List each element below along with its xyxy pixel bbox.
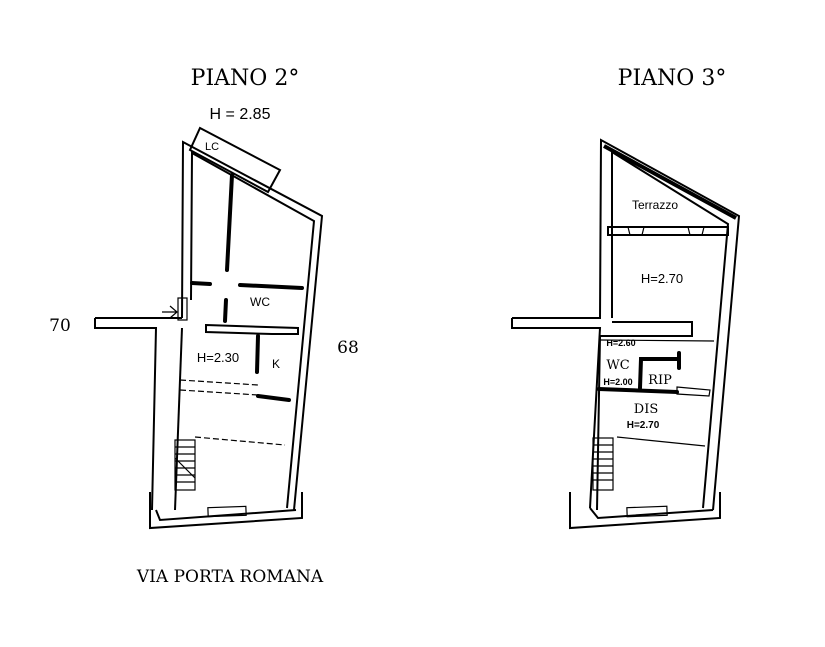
street-wall [155, 509, 297, 522]
partition [225, 173, 234, 272]
street-wall [589, 507, 714, 520]
street-wall [569, 492, 721, 530]
plan-floor-2: PIANO 2° H = 2.85 LC [49, 66, 359, 587]
dashed-line [194, 436, 286, 446]
room-label-wc: WC [250, 295, 270, 309]
party-wall [174, 327, 183, 511]
window [207, 505, 247, 518]
lc-cabinet [188, 126, 282, 194]
dashed-line [179, 379, 259, 386]
room-label-storage: RIP [648, 373, 672, 388]
wc-height-bottom: H=2.00 [603, 377, 632, 387]
window [626, 505, 668, 518]
room-label-kitchen: K [272, 357, 280, 371]
window [177, 297, 188, 321]
partition [616, 436, 706, 447]
outer-wall [512, 138, 741, 511]
partition [205, 323, 299, 335]
partition [238, 283, 304, 290]
room-label-lc: LC [205, 141, 219, 153]
room-label-hall: DIS [634, 402, 658, 417]
room-height-label: H=2.30 [197, 350, 239, 365]
street-wall [149, 492, 303, 530]
party-wall [511, 318, 602, 509]
room-label-terrace: Terrazzo [632, 198, 678, 212]
outer-wall [181, 140, 324, 511]
plan-2-height-label: H = 2.85 [210, 106, 271, 123]
dashed-line [179, 389, 259, 396]
plan-3-title: PIANO 3° [618, 66, 727, 91]
street-name: VIA PORTA ROMANA [136, 567, 324, 587]
staircase [174, 439, 196, 491]
staircase [592, 437, 614, 491]
plan-2-title: PIANO 2° [191, 66, 300, 91]
room-height-label: H=2.70 [641, 271, 683, 286]
room-label-wc: WC [606, 358, 629, 373]
wc-height-top: H=2.60 [606, 338, 635, 348]
partition [596, 321, 693, 511]
partition [223, 298, 228, 323]
partition [255, 334, 260, 374]
entrance-arrow-icon [162, 305, 178, 319]
terrace-railing [603, 144, 737, 220]
inner-wall-line [190, 151, 316, 509]
partition [256, 394, 291, 402]
plan-floor-3: PIANO 3° Terrazzo H=2.70 H=2.60 WC H=2.0… [511, 66, 741, 530]
partition [597, 387, 679, 394]
hall-height-label: H=2.70 [627, 420, 660, 431]
partition [599, 339, 715, 342]
partition [676, 386, 711, 397]
terrace-wall [607, 226, 729, 236]
party-wall [94, 318, 158, 511]
partition [638, 357, 680, 390]
neighbor-number-70: 70 [49, 316, 71, 336]
partition [190, 281, 212, 286]
terrace-door [627, 226, 705, 236]
neighbor-number-68: 68 [337, 338, 359, 358]
